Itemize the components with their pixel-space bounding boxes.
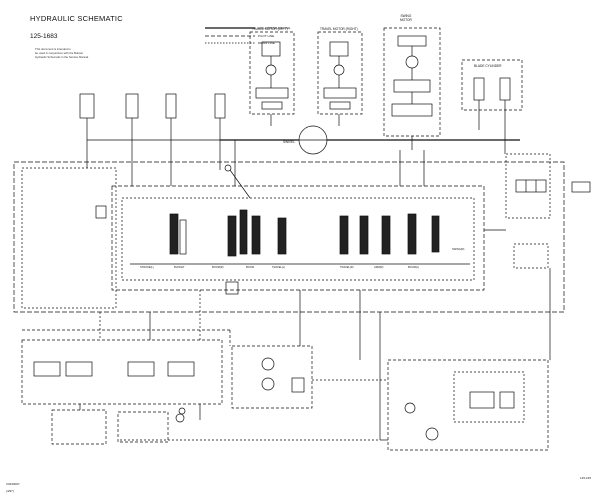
- blade-cylinder: [461, 59, 523, 130]
- legend-drain-label: DRAIN LINE: [258, 41, 275, 45]
- valve-spools: [169, 209, 440, 257]
- section-label-2: BUCKET: [174, 266, 185, 269]
- section-label-4: BOOM: [246, 266, 254, 269]
- legend-lines: [205, 27, 255, 44]
- center-pilot-group: [231, 345, 313, 409]
- left-accumulator: [95, 205, 239, 295]
- page-title: HYDRAULIC SCHEMATIC: [30, 14, 123, 23]
- system-boundaries: [13, 153, 565, 313]
- swivel-joint: [220, 114, 520, 155]
- cylinders-upper-left: [79, 93, 235, 170]
- swing-motor-label: SWING MOTOR: [400, 14, 412, 22]
- section-label-3: BOOM(R): [212, 266, 224, 269]
- section-label-6: TRAVEL(R): [340, 266, 354, 269]
- section-label-8: BOOM(L): [408, 266, 420, 269]
- swing-motor: [383, 27, 441, 137]
- directional-valve-right: [515, 179, 591, 193]
- legend-pilot-label: PILOT LINE: [258, 34, 275, 38]
- main-pump-group: [387, 359, 549, 451]
- usage-note: This document is intended to be used in …: [35, 47, 89, 60]
- swivel-label: SWIVEL: [283, 140, 296, 144]
- drawing-number: 125-165: [580, 476, 592, 480]
- travel-motor-right: [317, 31, 363, 115]
- lower-left-joystick-group: [21, 339, 223, 405]
- travel-motor-right-label: TRAVEL MOTOR (RIGHT): [320, 27, 358, 31]
- main-control-valve: [111, 185, 485, 291]
- travel-motor-left-label: TRAVEL MOTOR (LEFT): [252, 27, 288, 31]
- blade-cylinder-label: BLADE CYLINDER: [474, 64, 502, 68]
- doc-date: (4/97): [6, 489, 14, 493]
- section-label-9: SWING(R): [452, 248, 465, 251]
- section-label-7: ARM(R): [374, 266, 384, 269]
- section-label-5: TRAVEL(L): [272, 266, 286, 269]
- connecting-lines: [22, 130, 551, 441]
- lower-left-valve-group: [51, 409, 185, 445]
- section-label-1: STROKE(L): [140, 266, 154, 269]
- part-number: 125-1683: [30, 33, 58, 40]
- travel-motor-left: [249, 31, 295, 115]
- legend-high-pressure-label: HIGH PRESSURE LINE: [258, 26, 291, 30]
- doc-code: V0340007: [6, 482, 20, 486]
